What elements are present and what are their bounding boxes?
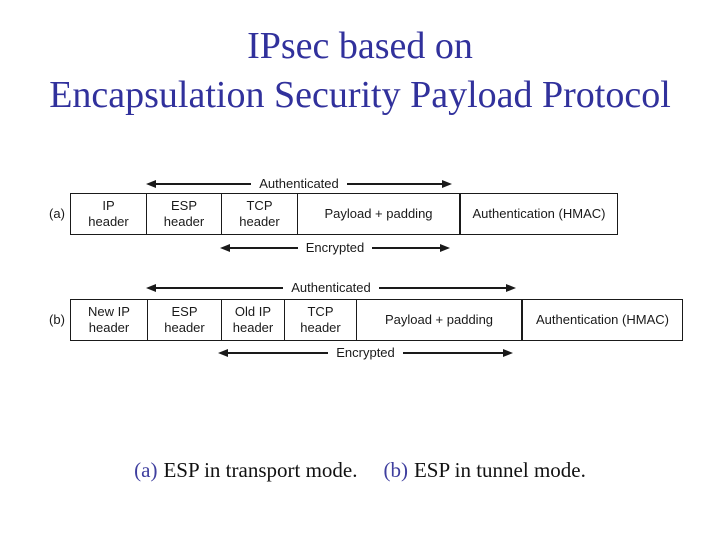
packet-field-label: Payload + padding: [324, 206, 433, 221]
packet-field-label: Authentication (HMAC): [536, 312, 669, 327]
packet-field-cell: Authentication (HMAC): [459, 194, 617, 234]
packet-field-label: New IP header: [88, 304, 130, 335]
packet-field-label: ESP header: [164, 304, 205, 335]
packet-field-label: IP header: [88, 198, 129, 229]
packet-field-cell: TCP header: [284, 300, 356, 340]
arrow-line: [372, 247, 441, 249]
diagram-b-authenticated-span-arrow: Authenticated: [146, 280, 517, 295]
packet-field-cell: New IP header: [71, 300, 147, 340]
packet-field-cell: Payload + padding: [297, 194, 459, 234]
packet-field-cell: TCP header: [221, 194, 297, 234]
diagram-b-encrypted-span-arrow: Encrypted: [218, 345, 514, 360]
arrow-line: [156, 183, 252, 185]
caption-a-label: (a): [134, 458, 158, 482]
arrowhead-left-icon: [218, 349, 228, 357]
diagram-b-packet-row: New IP header ESP header Old IP header T…: [70, 299, 683, 341]
packet-field-label: Old IP header: [232, 304, 274, 335]
packet-field-cell: IP header: [71, 194, 146, 234]
slide-title: IPsec based on Encapsulation Security Pa…: [0, 22, 720, 120]
packet-field-label: TCP header: [239, 198, 280, 229]
caption-a-text: ESP in transport mode.: [163, 458, 358, 482]
encrypted-arrow-label: Encrypted: [305, 240, 365, 255]
arrow-line: [346, 183, 443, 185]
packet-field-label: TCP header: [300, 304, 341, 335]
arrowhead-left-icon: [146, 284, 156, 292]
diagram-a-authenticated-span-arrow: Authenticated: [146, 176, 453, 191]
arrow-line: [156, 287, 284, 289]
packet-field-cell: Authentication (HMAC): [521, 300, 682, 340]
arrowhead-right-icon: [440, 244, 451, 252]
encrypted-arrow-label: Encrypted: [336, 345, 395, 360]
packet-field-cell: Old IP header: [221, 300, 284, 340]
packet-field-cell: Payload + padding: [356, 300, 521, 340]
diagram-a-row-label: (a): [49, 206, 65, 221]
diagram-a-encrypted-span-arrow: Encrypted: [220, 240, 451, 255]
arrowhead-left-icon: [146, 180, 156, 188]
caption-b-text: ESP in tunnel mode.: [413, 458, 586, 482]
diagram-b-row-label: (b): [49, 312, 65, 327]
arrow-line: [378, 287, 507, 289]
arrowhead-right-icon: [503, 349, 514, 357]
arrowhead-right-icon: [506, 284, 517, 292]
packet-field-cell: ESP header: [147, 300, 221, 340]
arrow-line: [402, 352, 504, 354]
diagram-a-packet-row: IP header ESP header TCP header Payload …: [70, 193, 618, 235]
arrowhead-left-icon: [220, 244, 230, 252]
arrow-line: [228, 352, 329, 354]
caption: (a)ESP in transport mode. (b)ESP in tunne…: [0, 456, 720, 484]
arrowhead-right-icon: [442, 180, 453, 188]
packet-field-label: Authentication (HMAC): [472, 206, 606, 221]
arrow-line: [230, 247, 298, 249]
title-line-2: Encapsulation Security Payload Protocol: [49, 74, 671, 116]
caption-b-label: (b): [383, 458, 408, 482]
packet-field-label: Payload + padding: [384, 312, 494, 327]
packet-field-label: ESP header: [163, 198, 205, 229]
authenticated-arrow-label: Authenticated: [259, 176, 339, 191]
authenticated-arrow-label: Authenticated: [291, 280, 371, 295]
packet-field-cell: ESP header: [146, 194, 221, 234]
title-line-1: IPsec based on: [247, 25, 473, 67]
